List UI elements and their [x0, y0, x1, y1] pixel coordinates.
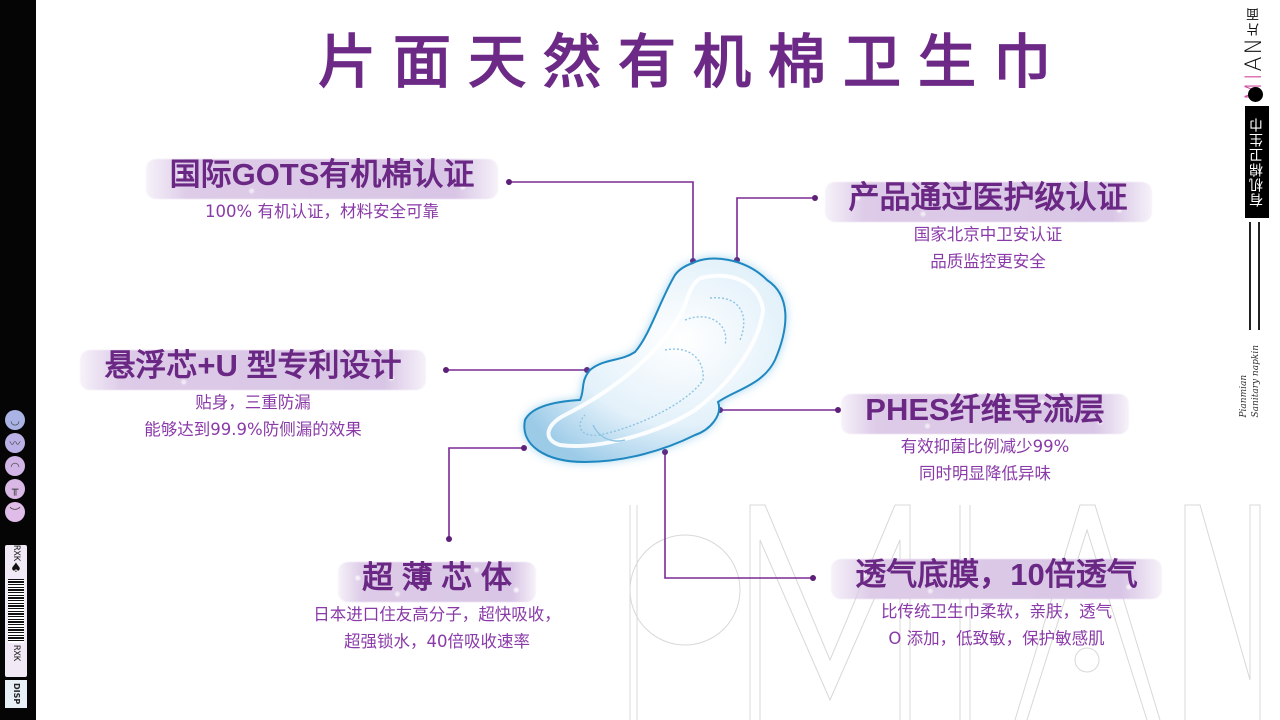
- feature-heading: 国际GOTS有机棉认证: [169, 157, 475, 192]
- script-line-2: Sanitary napkin: [1251, 345, 1261, 418]
- feature-description: 比传统卫生巾柔软，亲肤，透气: [881, 602, 1112, 621]
- script-caption: Pianmian Sanitary napkin: [1238, 345, 1262, 418]
- tag-brand-top: RXK: [11, 545, 21, 562]
- feature-heading-wrap: 国际GOTS有机棉认证: [145, 155, 499, 199]
- feature-heading: PHES纤维导流层: [865, 392, 1105, 427]
- logo-dot-icon: [1248, 87, 1263, 102]
- feature-description: 能够达到99.9%防侧漏的效果: [144, 420, 362, 439]
- decor-line: [1258, 222, 1260, 330]
- brush-highlight: [824, 182, 1152, 222]
- feature-description: 同时明显降低异味: [919, 464, 1051, 483]
- decor-line: [1249, 222, 1251, 330]
- brush-highlight: [145, 159, 499, 199]
- feature-description: 日本进口住友高分子，超快吸收，: [313, 605, 561, 624]
- brush-highlight: [80, 350, 426, 390]
- smile-face-icon: ◡: [5, 410, 25, 430]
- feature-heading: 产品通过医护级认证: [848, 180, 1128, 215]
- feature-gots-certification: 国际GOTS有机棉认证 100% 有机认证，材料安全可靠: [145, 155, 499, 225]
- sanitary-pad-illustration: [523, 257, 787, 464]
- feature-heading: 超 薄 芯 体: [362, 560, 512, 595]
- barcode-icon: [8, 579, 24, 644]
- angry-face-icon: ︶: [5, 502, 25, 522]
- logo-letters-an: AN: [1242, 36, 1267, 72]
- crying-face-icon: ╥: [5, 479, 25, 499]
- brand-strip: PMIAN片面 有机棉卫生巾 Pianmian Sanitary napkin: [1236, 0, 1280, 460]
- pmian-watermark: [629, 504, 1261, 720]
- feature-description: 100% 有机认证，材料安全可靠: [205, 202, 439, 221]
- feature-heading: 透气底膜，10倍透气: [855, 557, 1138, 592]
- emoji-sticker-column: ◡ 〰 ◠ ╥ ︶: [5, 410, 27, 525]
- brush-highlight: [841, 394, 1129, 434]
- mustache-face-icon: 〰: [5, 433, 25, 453]
- disp-tag: DISP: [5, 680, 27, 708]
- feature-ultrathin-core: 超 薄 芯 体 日本进口住友高分子，超快吸收， 超强锁水，40倍吸收速率: [282, 558, 592, 655]
- page-title: 片面天然有机棉卫生巾: [318, 28, 1069, 96]
- feature-description: 有效抑菌比例减少99%: [900, 437, 1070, 456]
- brush-highlight: [338, 562, 536, 602]
- feature-suspension-core: 悬浮芯+U 型专利设计 贴身，三重防漏 能够达到99.9%防侧漏的效果: [80, 346, 426, 443]
- feature-description: 贴身，三重防漏: [195, 393, 311, 412]
- barcode-tag: RXK ♠ RXK: [5, 545, 27, 677]
- left-sidebar-bar: ◡ 〰 ◠ ╥ ︶ RXK ♠ RXK DISP: [0, 0, 36, 720]
- feature-phes-fiber: PHES纤维导流层 有效抑菌比例减少99% 同时明显降低异味: [841, 390, 1129, 487]
- brush-highlight: [831, 559, 1162, 599]
- feature-heading-wrap: 产品通过医护级认证: [824, 178, 1152, 222]
- logo-chinese: 片面: [1247, 6, 1262, 36]
- feature-description: 国家北京中卫安认证: [913, 225, 1063, 244]
- script-line-1: Pianmian: [1239, 374, 1249, 418]
- spade-icon: ♠: [10, 561, 22, 577]
- happy-face-icon: ◠: [5, 456, 25, 476]
- slogan-label: 有机棉卫生巾: [1245, 106, 1269, 218]
- feature-heading-wrap: 透气底膜，10倍透气: [831, 555, 1162, 599]
- feature-heading: 悬浮芯+U 型专利设计: [104, 348, 402, 383]
- feature-heading-wrap: 超 薄 芯 体: [338, 558, 536, 602]
- feature-heading-wrap: 悬浮芯+U 型专利设计: [80, 346, 426, 390]
- feature-description: 品质监控更安全: [930, 252, 1046, 271]
- feature-description: 超强锁水，40倍吸收速率: [344, 632, 530, 651]
- feature-description: O 添加，低致敏，保护敏感肌: [888, 629, 1105, 648]
- feature-breathable-film: 透气底膜，10倍透气 比传统卫生巾柔软，亲肤，透气 O 添加，低致敏，保护敏感肌: [831, 555, 1162, 652]
- feature-heading-wrap: PHES纤维导流层: [841, 390, 1129, 434]
- feature-medical-certification: 产品通过医护级认证 国家北京中卫安认证 品质监控更安全: [824, 178, 1152, 275]
- tag-brand-bottom: RXK: [11, 645, 21, 662]
